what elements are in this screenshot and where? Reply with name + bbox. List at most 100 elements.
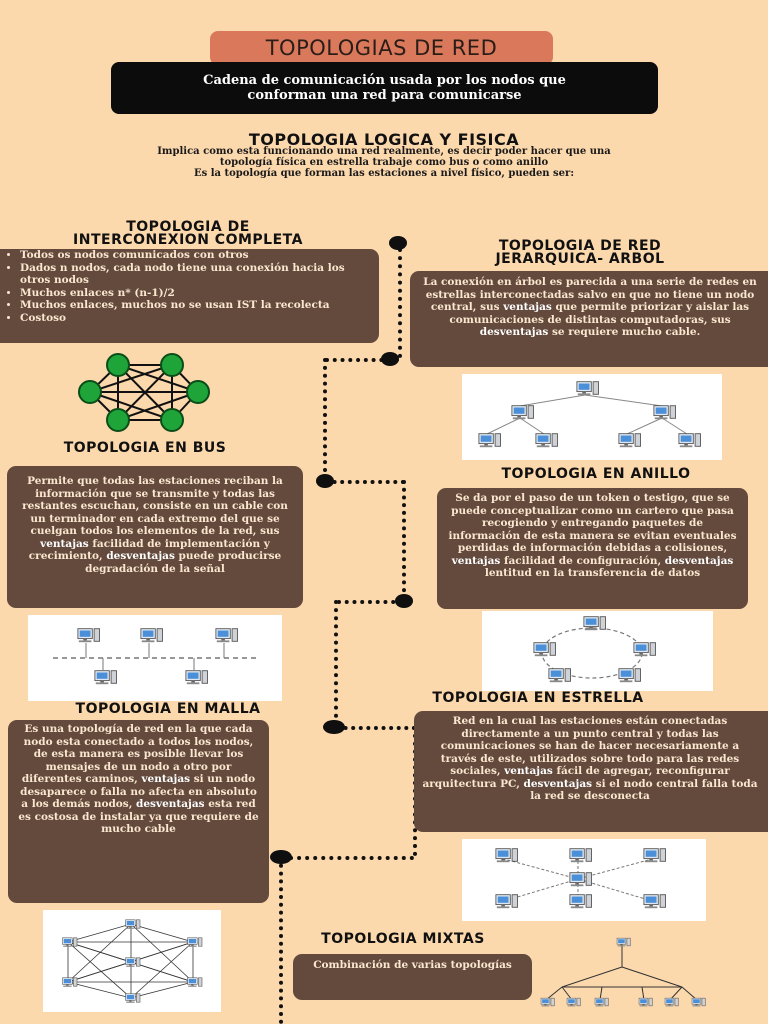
- computer-icon: [566, 997, 581, 1007]
- network-node: [160, 353, 184, 377]
- computer-icon: [62, 937, 78, 947]
- timeline-dot: [395, 594, 413, 608]
- tree-diagram: [462, 374, 722, 460]
- logica-fisica-line-3: Es la topología que forman las estacione…: [193, 168, 575, 179]
- computer-icon: [618, 668, 641, 683]
- mixed-topology-diagram: [540, 937, 706, 1007]
- logica-fisica-title: TOPOLOGIA LOGICA Y FISICA: [248, 130, 520, 149]
- computer-icon: [664, 997, 679, 1007]
- computer-icon: [495, 894, 518, 909]
- computer-icon: [618, 433, 641, 448]
- computer-icon: [125, 919, 141, 929]
- computer-icon: [638, 997, 653, 1007]
- computer-icon: [511, 405, 534, 420]
- interconexion-bullet: Muchos enlaces n* (n-1)/2: [20, 287, 373, 300]
- mixtas-title: TOPOLOGIA MIXTAS: [321, 931, 485, 947]
- jerarquica-title-line-1: TOPOLOGIA DE RED: [498, 238, 662, 254]
- interconexion-title-line-1: TOPOLOGIA DE: [126, 219, 250, 235]
- computer-icon: [140, 628, 163, 643]
- estrella-title: TOPOLOGIA EN ESTRELLA: [432, 690, 644, 706]
- desventajas-label: desventajas: [136, 798, 205, 810]
- computer-icon: [569, 894, 592, 909]
- subtitle-line-2: conforman una red para comunicarse: [247, 88, 522, 103]
- computer-icon: [540, 997, 555, 1007]
- ring-diagram: [482, 611, 713, 691]
- computer-icon: [125, 957, 141, 967]
- interconexion-bullet: Muchos enlaces, muchos no se usan IST la…: [20, 299, 373, 312]
- network-node: [186, 380, 210, 404]
- computer-icon: [653, 405, 676, 420]
- computer-icon: [576, 381, 599, 396]
- interconexion-title-line-2: INTERCONEXION COMPLETA: [73, 232, 303, 248]
- desventajas-label: desventajas: [479, 326, 549, 338]
- complete-mesh-diagram: [78, 353, 210, 432]
- ventajas-label: ventajas: [504, 765, 553, 777]
- bus-card: Permite que todas las estaciones reciban…: [7, 466, 303, 608]
- interconexion-title: TOPOLOGIA DE INTERCONEXION COMPLETA: [18, 219, 358, 248]
- timeline-dot: [316, 474, 334, 488]
- computer-icon: [616, 937, 631, 947]
- interconexion-list: Todos os nodos comunicados con otrosDado…: [0, 249, 373, 324]
- desventajas-label: desventajas: [106, 550, 175, 562]
- desventajas-label: desventajas: [523, 777, 593, 790]
- network-node: [78, 380, 102, 404]
- computer-icon: [535, 433, 558, 448]
- computer-icon: [77, 628, 100, 643]
- computer-icon: [569, 848, 592, 863]
- interconexion-bullet: Dados n nodos, cada nodo tiene una conex…: [20, 262, 373, 287]
- jerarquica-card: La conexión en árbol es parecida a una s…: [410, 271, 768, 367]
- ventajas-label: ventajas: [451, 554, 501, 567]
- bus-diagram: [28, 615, 282, 701]
- computer-icon: [633, 642, 656, 657]
- timeline-dot: [323, 720, 345, 734]
- estrella-card: Red en la cual las estaciones están cone…: [414, 711, 768, 832]
- computer-icon: [569, 872, 592, 887]
- jerarquica-title-line-2: JERARQUICA- ARBOL: [495, 251, 665, 267]
- star-diagram: [462, 839, 706, 921]
- anillo-card: Se da por el paso de un token o testigo,…: [437, 488, 748, 609]
- mixtas-card: Combinación de varias topologías: [293, 954, 532, 1000]
- computer-icon: [125, 993, 141, 1003]
- malla-title: TOPOLOGIA EN MALLA: [75, 701, 261, 717]
- jerarquica-title: TOPOLOGIA DE RED JERARQUICA- ARBOL: [430, 238, 730, 267]
- mesh-diagram: [43, 910, 221, 1012]
- computer-icon: [187, 977, 203, 987]
- computer-icon: [583, 616, 606, 631]
- logica-fisica-line-2: topología física en estrella trabaje com…: [219, 157, 549, 168]
- timeline-dot: [389, 236, 407, 250]
- ventajas-label: ventajas: [503, 301, 552, 313]
- interconexion-bullet: Todos os nodos comunicados con otros: [20, 249, 373, 262]
- desventajas-label: desventajas: [664, 554, 734, 567]
- subtitle-line-1: Cadena de comunicación usada por los nod…: [203, 73, 566, 88]
- bus-title: TOPOLOGIA EN BUS: [63, 440, 227, 456]
- ventajas-label: ventajas: [141, 773, 191, 785]
- page-title: TOPOLOGIAS DE RED: [210, 31, 553, 65]
- computer-icon: [643, 848, 666, 863]
- malla-card: Es una topología de red en la que cada n…: [8, 720, 269, 903]
- computer-icon: [678, 433, 701, 448]
- anillo-title: TOPOLOGIA EN ANILLO: [501, 466, 691, 482]
- computer-icon: [691, 997, 706, 1007]
- interconexion-bullet: Costoso: [20, 312, 373, 325]
- computer-icon: [533, 642, 556, 657]
- timeline-dot: [270, 850, 292, 864]
- computer-icon: [187, 937, 203, 947]
- computer-icon: [643, 894, 666, 909]
- computer-icon: [478, 433, 501, 448]
- computer-icon: [185, 670, 208, 685]
- computer-icon: [215, 628, 238, 643]
- interconexion-card: Todos os nodos comunicados con otrosDado…: [0, 249, 379, 343]
- computer-icon: [62, 977, 78, 987]
- ventajas-label: ventajas: [40, 537, 89, 550]
- network-node: [160, 408, 184, 432]
- subtitle-banner: Cadena de comunicación usada por los nod…: [111, 62, 658, 114]
- computer-icon: [94, 670, 117, 685]
- network-node: [106, 408, 130, 432]
- computer-icon: [548, 668, 571, 683]
- computer-icon: [594, 997, 609, 1007]
- computer-icon: [495, 848, 518, 863]
- timeline-dot: [381, 352, 399, 366]
- logica-fisica-line-1: Implica como esta funcionando una red re…: [157, 146, 611, 157]
- network-node: [106, 353, 130, 377]
